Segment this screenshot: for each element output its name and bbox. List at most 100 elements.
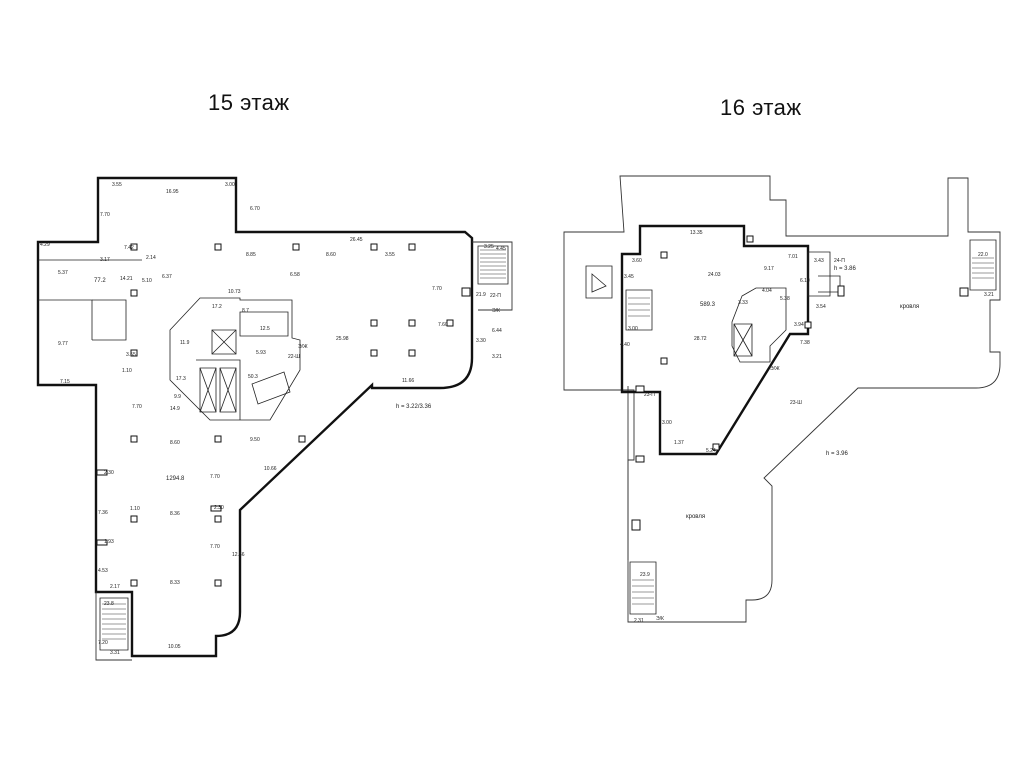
area-core-label: 11.9: [180, 340, 190, 346]
marker-label: Э/Ж: [298, 344, 308, 350]
dim-label: 7.20: [98, 640, 108, 646]
dim-label: 9.50: [250, 437, 260, 443]
dim-label: 1.93: [104, 539, 114, 545]
marker-label: Э/К: [492, 308, 500, 314]
dim-label: 1.10: [130, 506, 140, 512]
dim-label: 5.37: [58, 270, 68, 276]
dim-label: 3.55: [126, 352, 136, 358]
floor-15-stair-bottom: [102, 603, 126, 640]
dim-label: 7.70: [210, 544, 220, 550]
dim-label: 6.44: [492, 328, 502, 334]
dim-label: 10.05: [168, 644, 181, 650]
floor-16-roof-outline: [563, 175, 1001, 623]
marker-label: Э/Ж: [770, 366, 780, 372]
floor-15-outer-wall: [36, 176, 474, 658]
area-stair-bottom: 23.8: [104, 601, 114, 607]
dim-label: 10.66: [264, 466, 277, 472]
dim-label: 4.40: [620, 342, 630, 348]
dim-label: 3.21: [492, 354, 502, 360]
dim-label: 25.98: [336, 336, 349, 342]
marker-label: 22-Ш: [288, 354, 300, 360]
area-core-label: 17.3: [176, 376, 186, 382]
dim-label: 6.58: [290, 272, 300, 278]
roof-label: кровля: [900, 304, 919, 310]
dim-label: 7.70: [432, 286, 442, 292]
dim-label: 9.77: [58, 341, 68, 347]
floor-15-title: 15 этаж: [208, 90, 290, 115]
area-main-floor-16: 589.3: [700, 302, 716, 308]
area-core-label: 12.5: [260, 326, 270, 332]
floor-16-plan: 13.35 3.60 3.45 24.03 7.01 9.17 6.10 3.4…: [563, 175, 1001, 624]
dim-label: 3.25: [484, 244, 494, 250]
floor-16-stair-left: [628, 297, 650, 317]
area-core-label: 50.3: [248, 374, 258, 380]
dim-label: 28.72: [694, 336, 707, 342]
dim-label: 2.30: [214, 505, 224, 511]
dim-label: 1.37: [674, 440, 684, 446]
dim-label: 4.45: [496, 246, 506, 252]
dim-label: 5.38: [780, 296, 790, 302]
area-core-label: 14.9: [170, 406, 180, 412]
floor-16-outer-wall: [620, 224, 810, 456]
floor-15-plan: 3.55 16.95 3.00 6.70 26.45 7.70 8.85 8.6…: [36, 176, 513, 661]
dim-label: 3.54: [816, 304, 826, 310]
dim-label: 13.35: [690, 230, 703, 236]
dim-label: 14.21: [120, 276, 133, 282]
height-note-floor-15: h = 3.22/3.36: [396, 404, 432, 410]
dim-label: 3.17: [100, 257, 110, 263]
dim-label: 11.66: [402, 378, 414, 384]
dim-label: 3.43: [814, 258, 824, 264]
dim-label: 6.70: [250, 206, 260, 212]
area-core-label: 8.7: [242, 308, 249, 314]
dim-label: 7.70: [132, 404, 142, 410]
dim-label: 24.03: [708, 272, 721, 278]
marker-label: 22-П: [490, 293, 501, 299]
floor-15-columns: [96, 243, 471, 587]
dim-label: 8.33: [170, 580, 180, 586]
dim-label: 10.73: [228, 289, 241, 295]
dim-label: 3.31: [110, 650, 120, 656]
dim-label: 5.10: [142, 278, 152, 284]
dim-label: 2.14: [146, 255, 156, 261]
dim-label: 3.55: [385, 252, 395, 258]
area-main-floor-15: 1294.8: [166, 476, 185, 482]
dim-label: 4.04: [762, 288, 772, 294]
dim-label: 8.85: [246, 252, 256, 258]
area-stair-right: 22.0: [978, 252, 988, 258]
dim-label: 3.94: [794, 322, 804, 328]
floor-15-stair-right: [480, 249, 506, 279]
dim-label: 7.70: [210, 474, 220, 480]
area-room-a: 77.2: [94, 278, 106, 284]
dim-label: 8.36: [170, 511, 180, 517]
dim-label: 8.60: [326, 252, 336, 258]
floor-16-core: [731, 287, 787, 363]
dim-label: 7.01: [788, 254, 798, 260]
dim-label: 8.60: [170, 440, 180, 446]
dim-label: 3.30: [476, 338, 486, 344]
dim-label: 2.30: [104, 470, 114, 476]
height-note-floor-16-a: h = 3.86: [834, 266, 857, 272]
marker-label: 24-П: [834, 258, 845, 264]
dim-label: 16.95: [166, 189, 179, 195]
dim-label: 7.38: [800, 340, 810, 346]
dim-label: 3.00: [628, 326, 638, 332]
dim-label: 7.15: [60, 379, 70, 385]
dim-label: 3.21: [984, 292, 994, 298]
dim-label: 9.17: [764, 266, 774, 272]
floor-15-core: [169, 297, 301, 421]
dim-label: 5.24: [706, 448, 716, 454]
floor-16-columns: [631, 235, 969, 531]
dim-label: 3.60: [632, 258, 642, 264]
dim-label: 2.31: [634, 618, 644, 624]
dim-label: 7.42: [124, 245, 134, 251]
area-core-label: 17.2: [212, 304, 222, 310]
floor-16-stair-right: [972, 257, 994, 279]
dim-label: 4.53: [98, 568, 108, 574]
dim-label: 3.00: [662, 420, 672, 426]
dim-label: 2.17: [110, 584, 120, 590]
height-note-floor-16-b: h = 3.96: [826, 451, 849, 457]
marker-label: 23-Ш: [790, 400, 802, 406]
dim-label: 1.10: [122, 368, 132, 374]
dim-label: 6.37: [162, 274, 172, 280]
